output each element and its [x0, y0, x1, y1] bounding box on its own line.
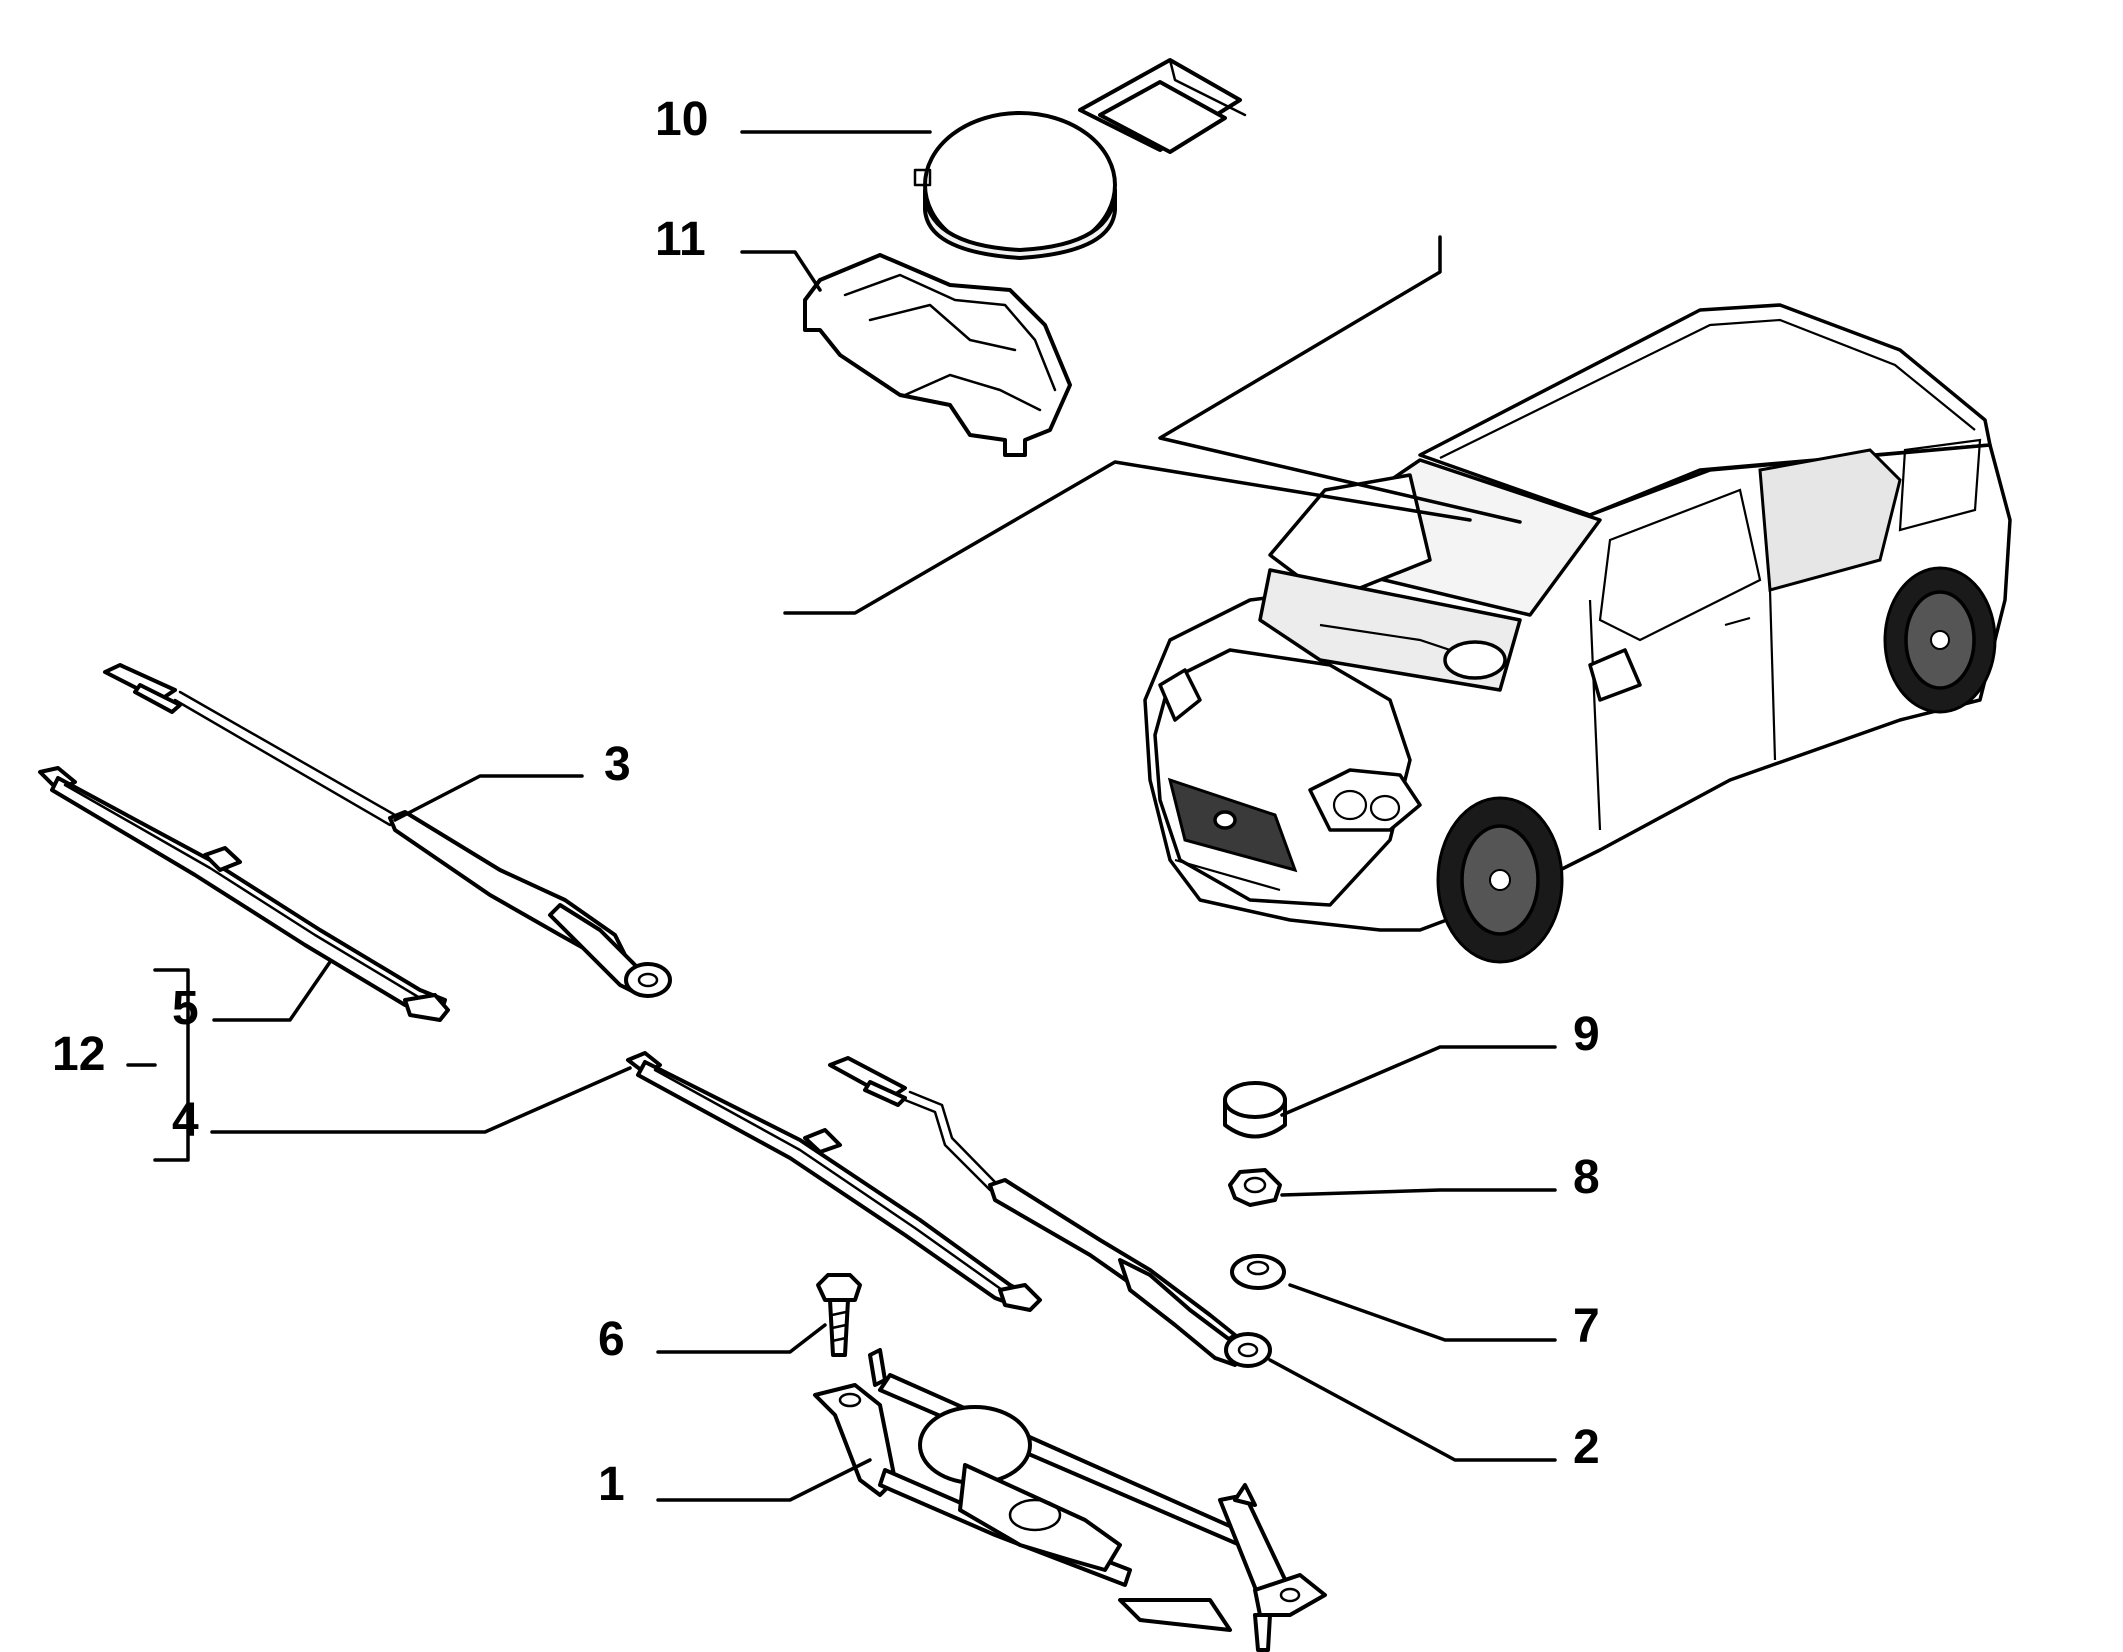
callout-10: 10 [655, 93, 708, 146]
callout-11: 11 [655, 213, 706, 266]
callout-9: 9 [1573, 1008, 1600, 1061]
callout-1: 1 [598, 1458, 625, 1511]
leader-lines [126, 130, 1557, 1502]
callout-labels: 1 2 3 4 5 6 7 8 9 10 11 12 [52, 93, 1600, 1511]
part-7-washer [1230, 1254, 1286, 1290]
callout-2: 2 [1573, 1421, 1600, 1474]
part-3-wiper-arm [103, 663, 672, 998]
car-illustration [1143, 303, 2012, 964]
part-10-rain-sensor [913, 58, 1247, 260]
callout-3: 3 [604, 738, 631, 791]
callout-5: 5 [172, 982, 199, 1035]
callout-6: 6 [598, 1313, 625, 1366]
callout-8: 8 [1573, 1151, 1600, 1204]
part-11-bracket [803, 253, 1072, 457]
part-4-wiper-blade [626, 1051, 1042, 1312]
part-6-bolt [816, 1273, 862, 1357]
part-9-cap [1223, 1081, 1287, 1139]
callout-4: 4 [172, 1094, 199, 1147]
part-5-wiper-blade [38, 766, 450, 1022]
windscreen-reference-lines [783, 235, 1522, 615]
part-1-wiper-linkage-motor [813, 1348, 1327, 1652]
part-2-wiper-arm [828, 1056, 1272, 1368]
part-8-nut [1228, 1168, 1282, 1207]
callout-12: 12 [52, 1028, 105, 1081]
callout-7: 7 [1573, 1300, 1600, 1353]
